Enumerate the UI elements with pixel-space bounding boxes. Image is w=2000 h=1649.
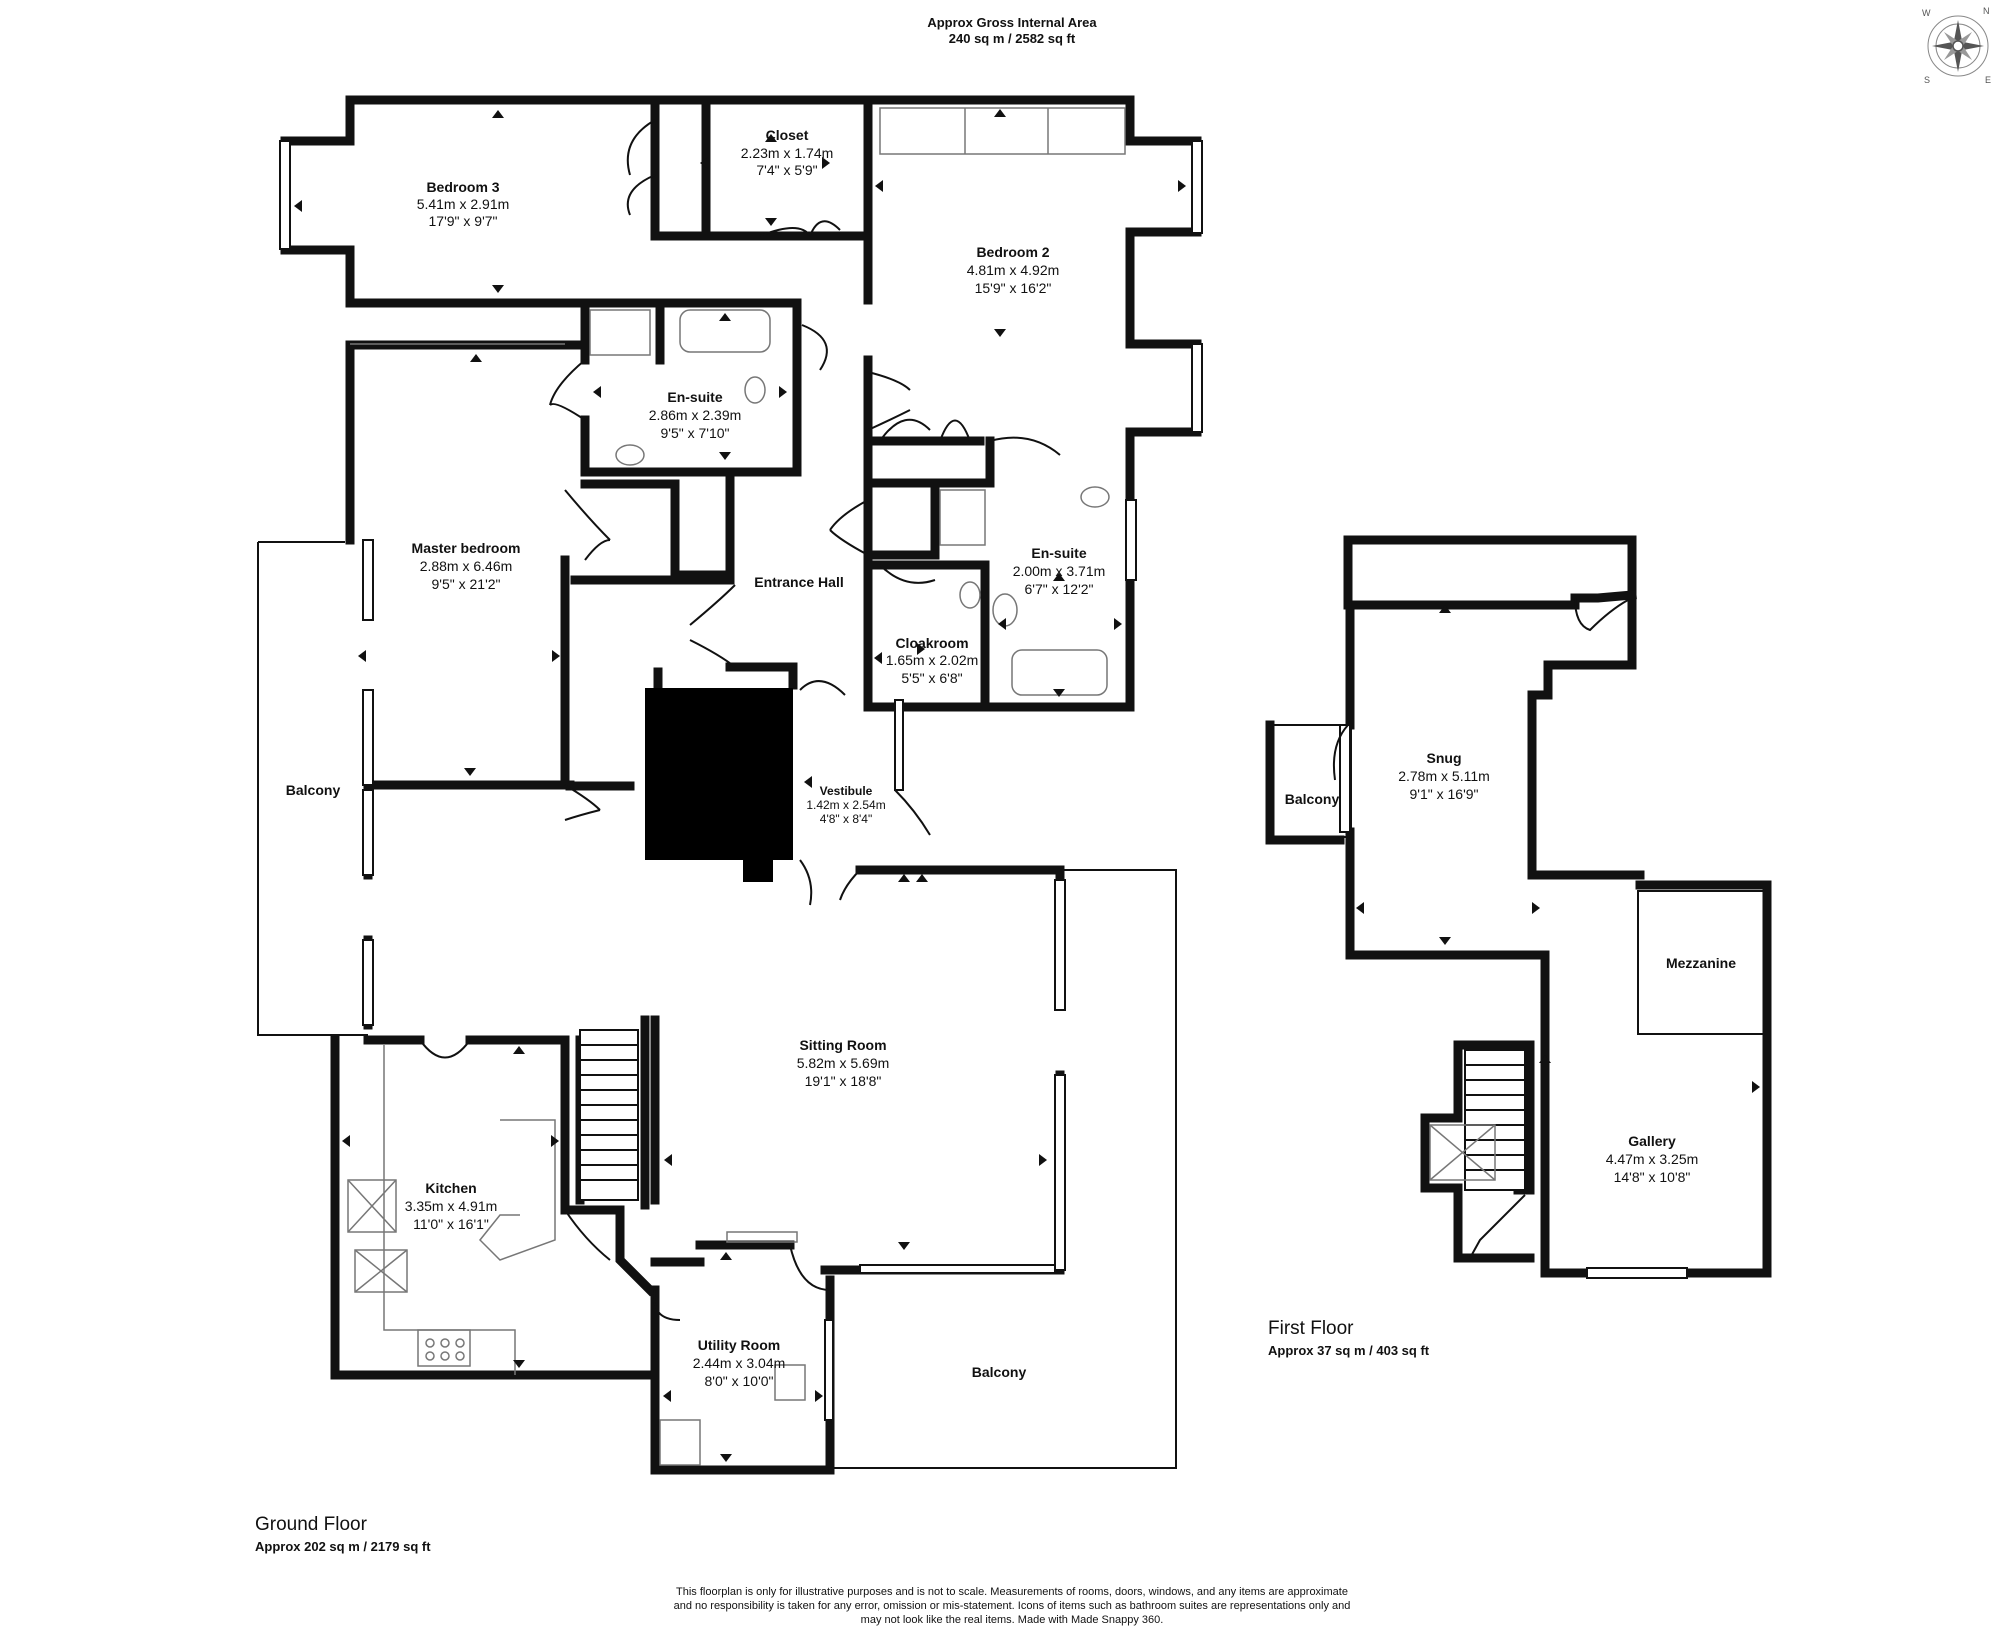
room-utility-room: Utility Room 2.44m x 3.04m 8'0" x 10'0" — [693, 1337, 786, 1389]
room-name: En-suite — [667, 389, 722, 405]
room-name: Balcony — [286, 782, 341, 798]
room-name: Master bedroom — [412, 540, 521, 556]
room-mezzanine: Mezzanine — [1666, 955, 1736, 971]
ground-floor-area: Approx 202 sq m / 2179 sq ft — [255, 1539, 431, 1554]
room-imperial: 7'4" x 5'9" — [756, 162, 817, 178]
room-metric: 4.81m x 4.92m — [967, 262, 1060, 278]
room-imperial: 11'0" x 16'1" — [413, 1216, 489, 1232]
room-closet: Closet 2.23m x 1.74m 7'4" x 5'9" — [741, 127, 834, 178]
room-name: Entrance Hall — [754, 574, 843, 590]
room-metric: 4.47m x 3.25m — [1606, 1151, 1699, 1167]
room-imperial: 9'1" x 16'9" — [1410, 786, 1479, 802]
first-floor-label: First Floor — [1268, 1318, 1354, 1339]
room-balcony-first: Balcony — [1285, 791, 1340, 807]
room-imperial: 5'5" x 6'8" — [901, 670, 962, 686]
compass-e: E — [1985, 75, 1991, 85]
room-metric: 2.44m x 3.04m — [693, 1355, 786, 1371]
doors — [419, 119, 1061, 1321]
header-title: Approx Gross Internal Area — [927, 15, 1097, 30]
room-imperial: 8'0" x 10'0" — [705, 1373, 774, 1389]
room-name: Utility Room — [698, 1337, 780, 1353]
room-name: Sitting Room — [799, 1037, 886, 1053]
room-entrance-hall: Entrance Hall — [754, 574, 843, 590]
room-ensuite-2: En-suite 2.00m x 3.71m 6'7" x 12'2" — [1013, 545, 1106, 597]
room-imperial: 17'9" x 9'7" — [429, 213, 498, 229]
room-name: Gallery — [1628, 1133, 1676, 1149]
room-imperial: 15'9" x 16'2" — [975, 280, 1052, 296]
room-sitting-room: Sitting Room 5.82m x 5.69m 19'1" x 18'8" — [797, 1037, 890, 1089]
room-balcony-west: Balcony — [286, 782, 341, 798]
room-metric: 1.42m x 2.54m — [806, 798, 885, 812]
room-name: Kitchen — [425, 1180, 476, 1196]
room-metric: 2.00m x 3.71m — [1013, 563, 1106, 579]
room-vestibule: Vestibule 1.42m x 2.54m 4'8" x 8'4" — [806, 784, 885, 826]
room-imperial: 6'7" x 12'2" — [1025, 581, 1094, 597]
room-name: Vestibule — [820, 784, 873, 798]
room-name: Balcony — [1285, 791, 1340, 807]
compass-s: S — [1924, 75, 1930, 85]
compass-w: W — [1922, 8, 1931, 18]
room-metric: 1.65m x 2.02m — [886, 652, 979, 668]
room-name: Mezzanine — [1666, 955, 1736, 971]
room-snug: Snug 2.78m x 5.11m 9'1" x 16'9" — [1398, 750, 1490, 802]
first-floor-area: Approx 37 sq m / 403 sq ft — [1268, 1343, 1430, 1358]
room-imperial: 14'8" x 10'8" — [1614, 1169, 1691, 1185]
room-metric: 3.35m x 4.91m — [405, 1198, 498, 1214]
room-imperial: 9'5" x 21'2" — [432, 576, 501, 592]
room-balcony-south: Balcony — [972, 1364, 1027, 1380]
room-imperial: 4'8" x 8'4" — [820, 812, 872, 826]
measurement-markers — [294, 109, 1186, 1462]
room-bedroom3: Bedroom 3 5.41m x 2.91m 17'9" x 9'7" — [417, 179, 510, 229]
room-metric: 5.82m x 5.69m — [797, 1055, 890, 1071]
header-area: 240 sq m / 2582 sq ft — [949, 31, 1076, 46]
room-name: Balcony — [972, 1364, 1027, 1380]
room-metric: 2.78m x 5.11m — [1398, 768, 1490, 784]
compass-n: N — [1983, 6, 1990, 16]
room-name: Bedroom 2 — [976, 244, 1049, 260]
room-ensuite-1: En-suite 2.86m x 2.39m 9'5" x 7'10" — [649, 389, 742, 441]
room-master-bedroom: Master bedroom 2.88m x 6.46m 9'5" x 21'2… — [412, 540, 521, 592]
first-floor-outlines — [1272, 597, 1768, 1279]
room-imperial: 9'5" x 7'10" — [661, 425, 730, 441]
room-kitchen: Kitchen 3.35m x 4.91m 11'0" x 16'1" — [405, 1180, 498, 1232]
room-metric: 2.88m x 6.46m — [420, 558, 513, 574]
windows — [279, 140, 1203, 1421]
disclaimer-line-1: This floorplan is only for illustrative … — [676, 1586, 1348, 1598]
room-metric: 5.41m x 2.91m — [417, 196, 510, 212]
room-gallery: Gallery 4.47m x 3.25m 14'8" x 10'8" — [1606, 1133, 1699, 1185]
room-metric: 2.23m x 1.74m — [741, 145, 834, 161]
room-cloakroom: Cloakroom 1.65m x 2.02m 5'5" x 6'8" — [886, 635, 979, 686]
compass-icon: N E S W — [1922, 6, 1991, 85]
disclaimer-line-2: and no responsibility is taken for any e… — [674, 1600, 1351, 1612]
ground-floor-label: Ground Floor — [255, 1514, 368, 1535]
first-floor-markers — [1356, 605, 1760, 1093]
solid-block-tab — [743, 860, 773, 882]
room-imperial: 19'1" x 18'8" — [805, 1073, 882, 1089]
ground-floor-outlines — [257, 99, 1177, 1469]
room-bedroom2: Bedroom 2 4.81m x 4.92m 15'9" x 16'2" — [967, 244, 1060, 296]
room-name: Cloakroom — [895, 635, 968, 651]
disclaimer-line-3: may not look like the real items. Made w… — [861, 1614, 1164, 1626]
room-name: Closet — [766, 127, 809, 143]
solid-block — [645, 688, 793, 860]
ground-stairs — [579, 1015, 650, 1210]
room-name: Bedroom 3 — [426, 179, 499, 195]
room-name: En-suite — [1031, 545, 1086, 561]
room-name: Snug — [1427, 750, 1462, 766]
room-metric: 2.86m x 2.39m — [649, 407, 742, 423]
